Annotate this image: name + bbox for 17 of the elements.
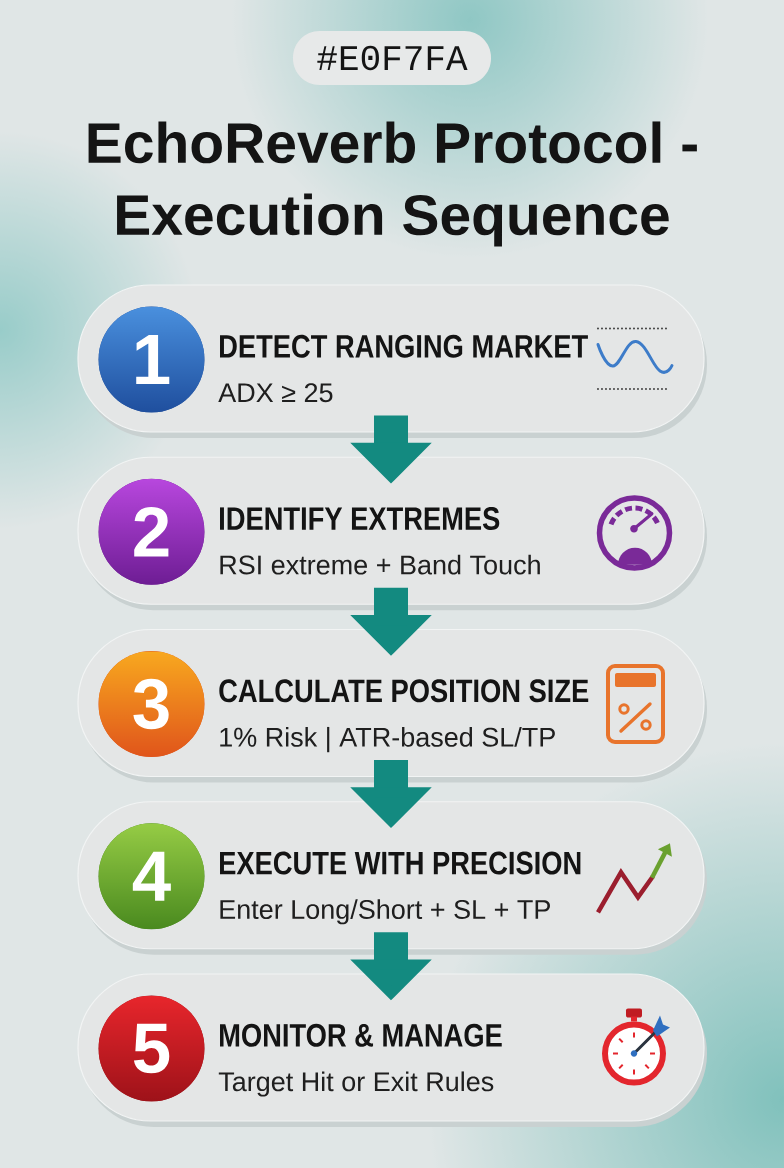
step-number: 3 [133,678,169,730]
step-heading: DETECT RANGING MARKET [220,334,588,358]
step-description: Enter Long/Short + SL + TP [220,899,550,925]
title: EchoReverb Protocol - Execution Sequence [88,121,697,247]
step-heading: IDENTIFY EXTREMES [220,507,500,531]
step-number: 5 [133,1023,170,1074]
step-description: Target Hit or Exit Rules [218,1071,494,1097]
step-description: RSI extreme + Band Touch [220,554,540,575]
step-number: 2 [134,506,169,557]
step-heading: EXECUTE WITH PRECISION [220,851,581,875]
step-heading: CALCULATE POSITION SIZE [219,679,589,703]
step-number: 1 [136,335,170,384]
step-number: 4 [132,851,171,901]
step-heading: MONITOR & MANAGE [220,1023,502,1047]
step-description: 1% Risk | ATR-based SL/TP [220,726,555,753]
step-description: ADX ≥ 25 [218,383,333,403]
code-badge: #E0F7FA [293,31,491,85]
